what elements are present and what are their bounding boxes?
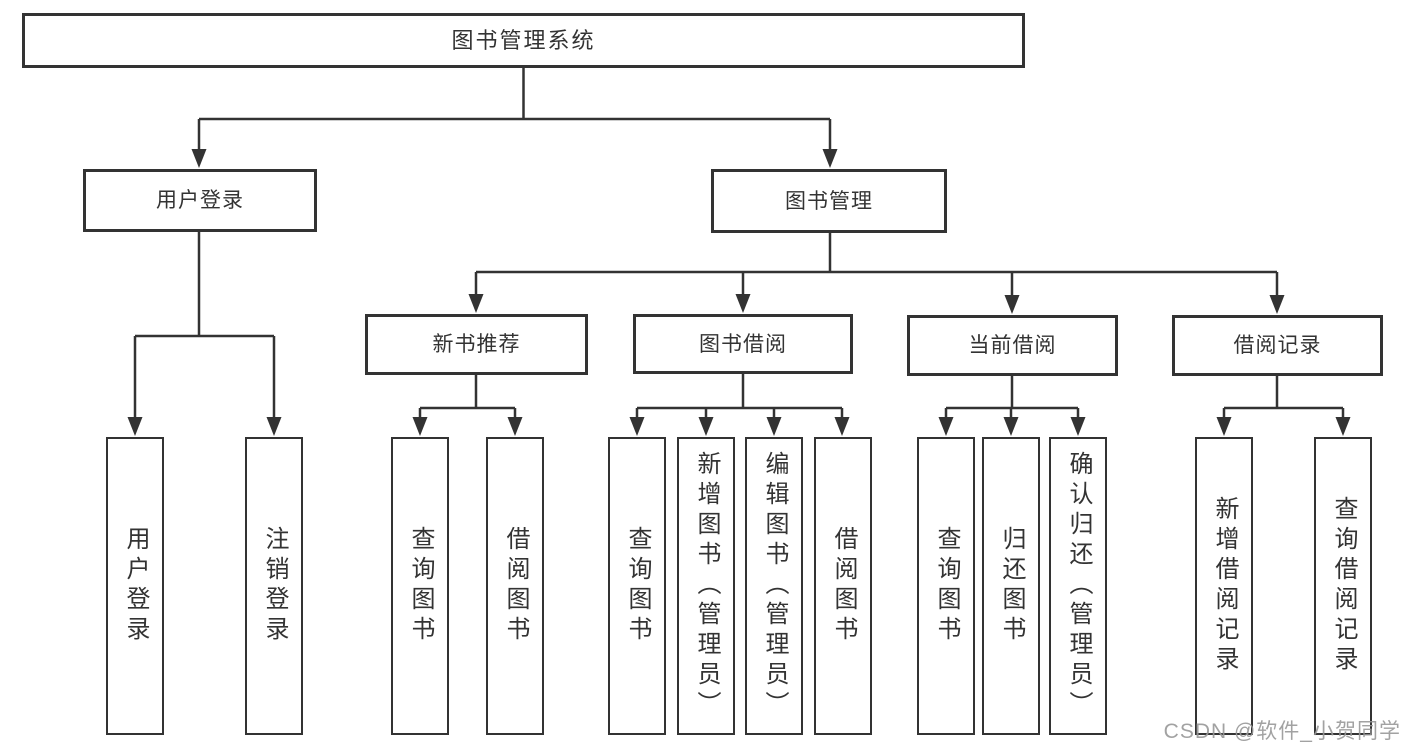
node-label: 借阅记录 (1233, 334, 1322, 357)
leaf-confirm-return-admin: 确认归还（管理员） (1049, 437, 1107, 735)
node-label: 当前借阅 (968, 334, 1057, 357)
node-label: 图书管理 (785, 189, 873, 213)
node-label: 图书管理系统 (451, 27, 596, 53)
leaf-label: 新增图书（管理员） (693, 451, 720, 721)
node-label: 用户登录 (156, 189, 244, 212)
leaf-label: 借阅图书 (502, 526, 529, 646)
leaf-query-books-recommend: 查询图书 (391, 437, 449, 735)
node-label: 新书推荐 (432, 333, 521, 356)
leaf-label: 查询图书 (624, 526, 651, 646)
leaf-borrow-books: 借阅图书 (814, 437, 872, 735)
node-book-borrow: 图书借阅 (633, 314, 853, 374)
leaf-query-books-borrow: 查询图书 (608, 437, 666, 735)
leaf-edit-books-admin: 编辑图书（管理员） (745, 437, 803, 735)
node-library-management-system: 图书管理系统 (22, 13, 1025, 68)
leaf-label: 编辑图书（管理员） (761, 451, 788, 721)
leaf-label: 用户登录 (122, 526, 149, 646)
leaf-label: 查询图书 (933, 526, 960, 646)
leaf-query-borrow-record: 查询借阅记录 (1314, 437, 1372, 735)
node-label: 图书借阅 (699, 332, 787, 356)
leaf-add-borrow-record: 新增借阅记录 (1195, 437, 1253, 735)
node-new-book-recommend: 新书推荐 (365, 314, 588, 375)
leaf-label: 确认归还（管理员） (1065, 451, 1092, 721)
leaf-user-login: 用户登录 (106, 437, 164, 735)
leaf-label: 归还图书 (998, 526, 1025, 646)
leaf-label: 借阅图书 (830, 526, 857, 646)
leaf-label: 注销登录 (261, 526, 288, 646)
leaf-label: 新增借阅记录 (1211, 496, 1238, 676)
node-borrow-records: 借阅记录 (1172, 315, 1383, 376)
csdn-watermark: CSDN @软件_小贺同学 (1163, 720, 1401, 743)
leaf-return-books: 归还图书 (982, 437, 1040, 735)
leaf-logout: 注销登录 (245, 437, 303, 735)
node-current-borrow: 当前借阅 (907, 315, 1118, 376)
leaf-query-books-current: 查询图书 (917, 437, 975, 735)
leaf-label: 查询借阅记录 (1330, 496, 1357, 676)
arrowheads (127, 149, 1351, 436)
leaf-label: 查询图书 (407, 526, 434, 646)
node-user-login: 用户登录 (83, 169, 317, 232)
leaf-add-books-admin: 新增图书（管理员） (677, 437, 735, 735)
leaf-borrow-books-recommend: 借阅图书 (486, 437, 544, 735)
node-book-management: 图书管理 (711, 169, 947, 233)
